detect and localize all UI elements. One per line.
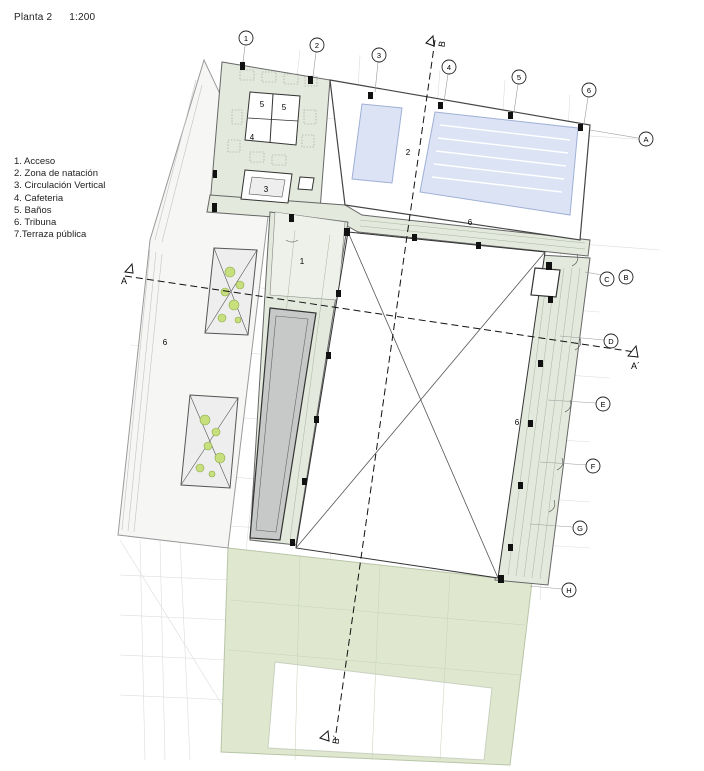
room-label-circulacion: 3 — [264, 185, 269, 194]
section-arrow-b-prime — [319, 729, 330, 742]
axis-label-6: 6 — [587, 86, 591, 95]
axis-labels: 1 2 3 4 5 6 A B C D E F G H — [244, 34, 649, 595]
axis-label-1: 1 — [244, 34, 248, 43]
axis-bubbles — [238, 30, 654, 598]
ramp — [249, 307, 317, 541]
axis-label-4: 4 — [447, 63, 451, 72]
lawn-grid — [227, 554, 526, 761]
legend: 1. Acceso 2. Zona de natación 3. Circula… — [14, 156, 105, 241]
section-label-a: A — [121, 276, 127, 286]
room-label-acceso: 1 — [300, 257, 305, 266]
east-stair — [530, 267, 561, 298]
restroom-block — [244, 91, 301, 146]
drawing-title: Planta 2 1:200 — [14, 12, 109, 23]
axis-label-5: 5 — [517, 73, 521, 82]
legend-item: 4. Cafeteria — [14, 192, 64, 204]
section-line-b — [334, 39, 436, 741]
axis-label-d: D — [608, 337, 614, 346]
legend-item: 1. Acceso — [14, 156, 56, 167]
axis-label-3: 3 — [377, 51, 381, 60]
room-label-tribuna-right: 6 — [515, 418, 520, 427]
section-line-a — [124, 275, 636, 353]
plan-scale: 1:200 — [69, 12, 96, 23]
axis-label-b: B — [623, 273, 628, 282]
axis-label-g: G — [577, 524, 583, 533]
tree-icon — [195, 266, 245, 478]
north-corridor — [206, 194, 591, 257]
legend-item: 2. Zona de natación — [14, 168, 98, 180]
access-strip — [269, 211, 346, 301]
legend-item: 5. Baños — [14, 204, 52, 216]
pool-small — [351, 103, 403, 184]
room-label-banos-2: 5 — [282, 103, 287, 112]
axis-label-f: F — [591, 462, 596, 471]
pillars — [212, 62, 583, 583]
door-swings — [285, 239, 582, 513]
room-label-banos-1: 5 — [260, 100, 265, 109]
section-label-b: B — [437, 40, 448, 48]
ramp-inner — [255, 315, 309, 533]
legend-item: 3. Circulación Vertical — [14, 180, 106, 192]
legend-item: 7.Terraza pública — [14, 229, 87, 241]
room-label-tribuna-top: 6 — [468, 218, 473, 227]
cafeteria-tables — [227, 69, 318, 166]
room-label-cafeteria: 4 — [250, 133, 255, 142]
axis-label-e: E — [600, 400, 605, 409]
axis-bubble — [599, 271, 615, 287]
axis-label-a: A — [643, 135, 648, 144]
axis-leaders — [242, 45, 639, 590]
legend-item: 6. Tribuna — [14, 217, 57, 229]
section-arrow-a — [124, 262, 134, 274]
plan-name: Planta 2 — [14, 12, 53, 23]
tribune-left-steps — [121, 79, 203, 533]
stair-core-inner — [248, 176, 286, 198]
section-arrow-b — [425, 34, 435, 47]
room-label-natacion: 2 — [406, 148, 411, 157]
axis-label-2: 2 — [315, 41, 319, 50]
axis-label-c: C — [604, 275, 610, 284]
pool-lanes — [431, 124, 571, 193]
axis-label-h: H — [566, 586, 571, 595]
section-label-b-prime: B´ — [331, 734, 342, 745]
room-labels: 1 2 3 4 5 5 6 6 6 — [163, 100, 520, 427]
elevator — [297, 176, 315, 191]
section-arrow-a-prime — [627, 344, 639, 358]
room-label-tribuna-left: 6 — [163, 338, 168, 347]
section-label-a-prime: A´ — [631, 361, 640, 371]
